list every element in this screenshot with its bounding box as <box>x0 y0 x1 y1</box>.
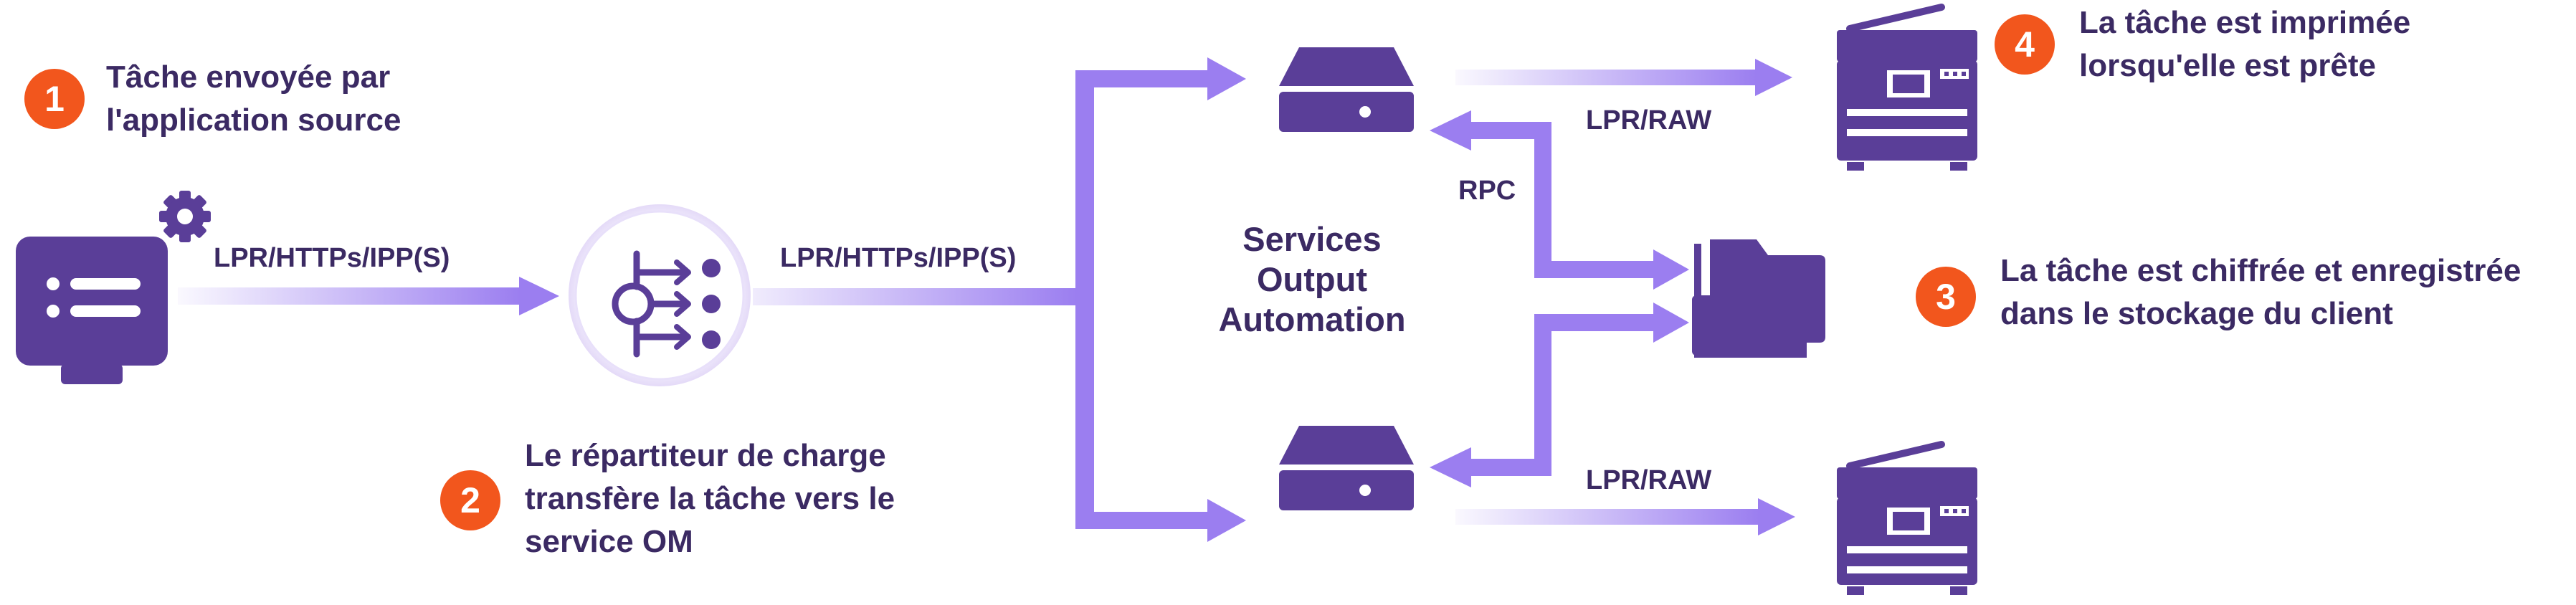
step-1-badge: 1 <box>24 69 85 129</box>
step-3-line-1: La tâche est chiffrée et enregistrée <box>2000 253 2522 288</box>
services-title: Services Output Automation <box>1190 219 1434 340</box>
protocol-label-bottom-printer: LPR/RAW <box>1586 465 1712 495</box>
arrow-bottom-to-printer <box>1455 509 1759 525</box>
step-3-badge: 3 <box>1916 267 1976 327</box>
step-2-line-3: service OM <box>525 524 693 559</box>
arrowhead-bottom-to-printer <box>1758 498 1795 535</box>
server-icon <box>1279 47 1414 132</box>
step-3-line-2: dans le stockage du client <box>2000 296 2393 331</box>
step-2-text: Le répartiteur de charge transfère la tâ… <box>525 434 895 563</box>
server-icon <box>1279 426 1414 510</box>
gear-icon <box>159 191 211 242</box>
arrow-top-to-printer <box>1455 70 1757 85</box>
protocol-label-source: LPR/HTTPs/IPP(S) <box>214 243 450 273</box>
printer-icon <box>1837 441 1977 595</box>
arrowhead-source-to-balancer <box>519 277 559 315</box>
services-title-line-3: Automation <box>1218 300 1406 338</box>
rpc-connector-bottom <box>1430 302 1689 487</box>
step-3-text: La tâche est chiffrée et enregistrée dan… <box>2000 249 2521 335</box>
step-4-line-2: lorsqu'elle est prête <box>2079 48 2376 83</box>
arrow-source-to-balancer <box>178 287 521 305</box>
step-2-line-1: Le répartiteur de charge <box>525 438 886 473</box>
folder-icon <box>1692 239 1825 358</box>
step-4-text: La tâche est imprimée lorsqu'elle est pr… <box>2079 1 2410 87</box>
protocol-label-top-printer: LPR/RAW <box>1586 105 1712 135</box>
step-4-badge: 4 <box>1995 14 2055 75</box>
computer-monitor-icon <box>16 237 168 384</box>
step-1-text: Tâche envoyée par l'application source <box>106 56 401 142</box>
printer-icon <box>1837 4 1977 171</box>
step-2-line-2: transfère la tâche vers le <box>525 481 895 516</box>
protocol-label-balancer: LPR/HTTPs/IPP(S) <box>780 243 1017 273</box>
services-title-line-1: Services <box>1242 220 1382 258</box>
services-title-line-2: Output <box>1257 260 1367 298</box>
branch-connector <box>1075 57 1246 542</box>
load-balancer-icon <box>569 204 751 386</box>
step-1-line-1: Tâche envoyée par <box>106 59 391 95</box>
arrowhead-top-to-printer <box>1755 59 1792 96</box>
step-4-line-1: La tâche est imprimée <box>2079 5 2411 40</box>
step-1-line-2: l'application source <box>106 103 401 138</box>
rpc-connector-top <box>1430 110 1689 290</box>
protocol-label-rpc: RPC <box>1458 176 1516 206</box>
step-2-badge: 2 <box>440 470 500 530</box>
arrow-balancer-to-services <box>753 288 1077 305</box>
